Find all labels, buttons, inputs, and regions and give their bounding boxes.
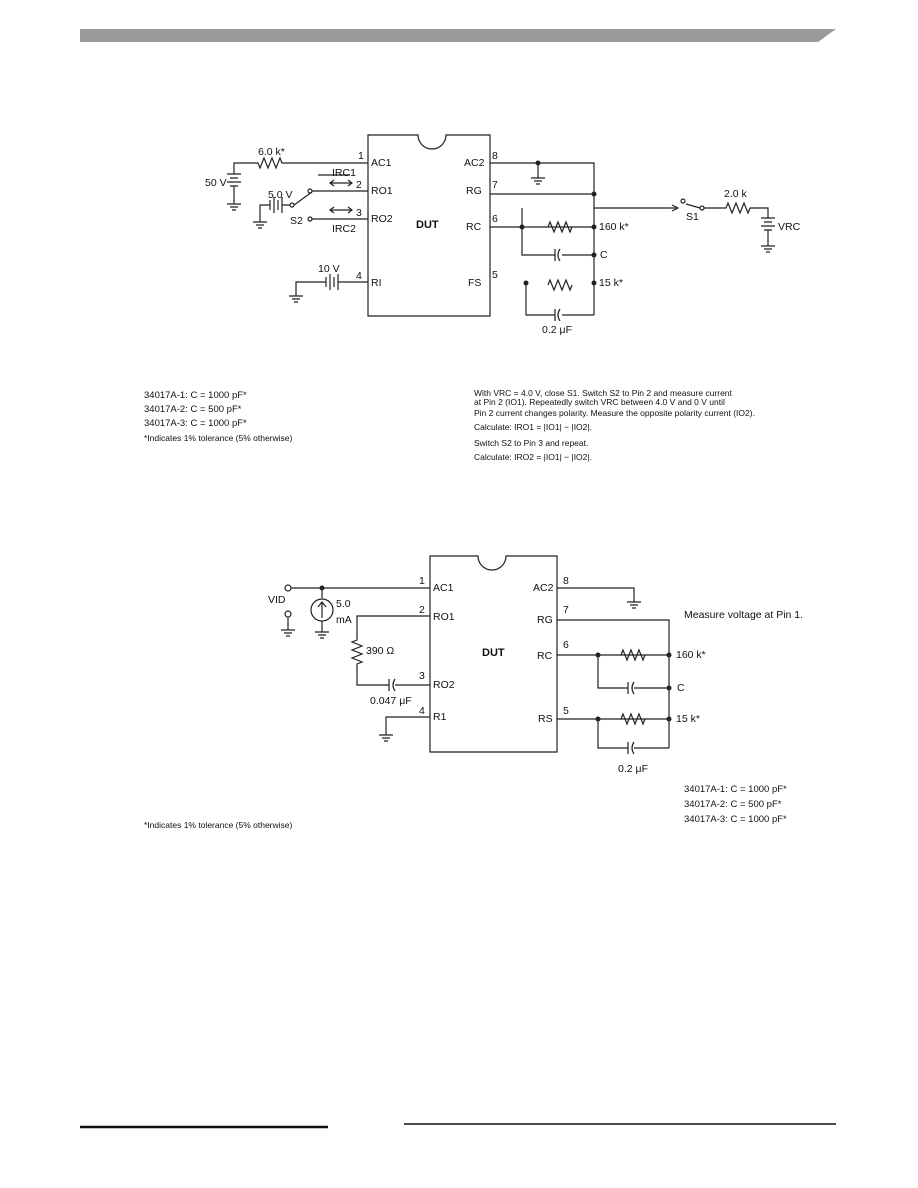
fig1-pin-ro1: RO1: [371, 185, 393, 197]
fig1-label-50v: 50 V: [205, 177, 227, 189]
fig1-chip-name: DUT: [416, 219, 439, 231]
fig2-pin-rg: RG: [537, 614, 553, 626]
fig2-pinnum-6: 6: [563, 639, 569, 651]
fig1-label-s2: S2: [290, 215, 303, 227]
fig1-label-02uf: 0.2 μF: [542, 324, 572, 336]
fig1-capnote-3: 34017A-3: C = 1000 pF*: [144, 418, 247, 429]
fig1-instr-6: Calculate: IRO2 = |IO1| − |IO2|.: [474, 452, 592, 462]
fig1-capnote-1: 34017A-1: C = 1000 pF*: [144, 390, 247, 401]
fig2-label-c: C: [677, 682, 685, 694]
fig1-pinnum-5: 5: [492, 269, 498, 281]
fig2-pinnum-3: 3: [419, 670, 425, 682]
fig1-instr-5: Switch S2 to Pin 3 and repeat.: [474, 438, 588, 448]
fig2-label-390: 390 Ω: [366, 645, 394, 657]
fig2-pin-r1: R1: [433, 711, 447, 723]
fig2-tolerance: *Indicates 1% tolerance (5% otherwise): [144, 820, 293, 830]
fig2-capnote-2: 34017A-2: C = 500 pF*: [684, 799, 782, 810]
fig2-pin-ro1: RO1: [433, 611, 455, 623]
fig2-pinnum-7: 7: [563, 604, 569, 616]
fig2-label-measure: Measure voltage at Pin 1.: [684, 609, 803, 621]
fig1-label-2k: 2.0 k: [724, 188, 748, 200]
fig2-pinnum-2: 2: [419, 604, 425, 616]
fig2-pinnum-1: 1: [419, 575, 425, 587]
fig2-label-160k: 160 k*: [676, 649, 706, 661]
fig1-tolerance: *Indicates 1% tolerance (5% otherwise): [144, 433, 293, 443]
fig2-capnote-1: 34017A-1: C = 1000 pF*: [684, 784, 787, 795]
fig2-pin-rc: RC: [537, 650, 553, 662]
fig1-label-15k: 15 k*: [599, 277, 623, 289]
fig1-instr-4: Calculate: IRO1 = |IO1| − |IO2|.: [474, 422, 592, 432]
fig2-pin-rs: RS: [538, 713, 553, 725]
fig2-chip-name: DUT: [482, 647, 505, 659]
fig1-instr-3: Pin 2 current changes polarity. Measure …: [474, 408, 755, 418]
fig2-label-02uf: 0.2 μF: [618, 763, 648, 775]
fig1-label-irc2: IRC2: [332, 223, 356, 235]
fig1-pin-rg: RG: [466, 185, 482, 197]
fig1-pin-ri: RI: [371, 277, 382, 289]
fig2-label-vid: VID: [268, 594, 286, 606]
fig1-pin-fs: FS: [468, 277, 481, 289]
fig1-label-6k: 6.0 k*: [258, 146, 285, 158]
fig2-pin-ac2: AC2: [533, 582, 554, 594]
figure-1-schematic: DUT AC1 RO1 RO2 RI AC2 RG RC FS 1 2 3 4 …: [144, 134, 801, 462]
fig2-pin-ro2: RO2: [433, 679, 455, 691]
fig2-label-ma: mA: [336, 614, 352, 626]
fig1-pin-rc: RC: [466, 221, 482, 233]
header-bar: [80, 29, 836, 42]
fig2-capnote-3: 34017A-3: C = 1000 pF*: [684, 814, 787, 825]
fig1-label-vrc: VRC: [778, 221, 801, 233]
fig2-pin-ac1: AC1: [433, 582, 454, 594]
fig2-pinnum-4: 4: [419, 705, 425, 717]
fig1-pin-ac1: AC1: [371, 157, 392, 169]
fig2-pinnum-5: 5: [563, 705, 569, 717]
fig1-pinnum-1: 1: [358, 150, 364, 162]
fig1-pin-ro2: RO2: [371, 213, 393, 225]
fig2-label-15k: 15 k*: [676, 713, 700, 725]
fig1-label-160k: 160 k*: [599, 221, 629, 233]
fig1-label-10v: 10 V: [318, 263, 340, 275]
fig1-instr-1: With VRC = 4.0 V, close S1. Switch S2 to…: [474, 388, 733, 398]
fig1-label-irc1: IRC1: [332, 167, 356, 179]
fig2-label-047: 0.047 μF: [370, 695, 412, 707]
fig1-capnote-2: 34017A-2: C = 500 pF*: [144, 404, 242, 415]
fig1-instr-2: at Pin 2 (IO1). Repeatedly switch VRC be…: [474, 397, 725, 407]
fig2-pinnum-8: 8: [563, 575, 569, 587]
fig1-label-5v: 5.0 V: [268, 189, 293, 201]
fig1-pin-ac2: AC2: [464, 157, 485, 169]
fig1-pinnum-8: 8: [492, 150, 498, 162]
fig1-label-c: C: [600, 249, 608, 261]
fig1-pinnum-2: 2: [356, 179, 362, 191]
fig1-pinnum-3: 3: [356, 207, 362, 219]
fig1-pinnum-6: 6: [492, 213, 498, 225]
fig2-label-5: 5.0: [336, 598, 351, 610]
fig1-label-s1: S1: [686, 211, 699, 223]
fig1-pinnum-4: 4: [356, 270, 362, 282]
figure-2-schematic: DUT AC1 RO1 RO2 R1 AC2 RG RC RS 1 2 3 4 …: [144, 555, 803, 830]
fig1-pinnum-7: 7: [492, 179, 498, 191]
